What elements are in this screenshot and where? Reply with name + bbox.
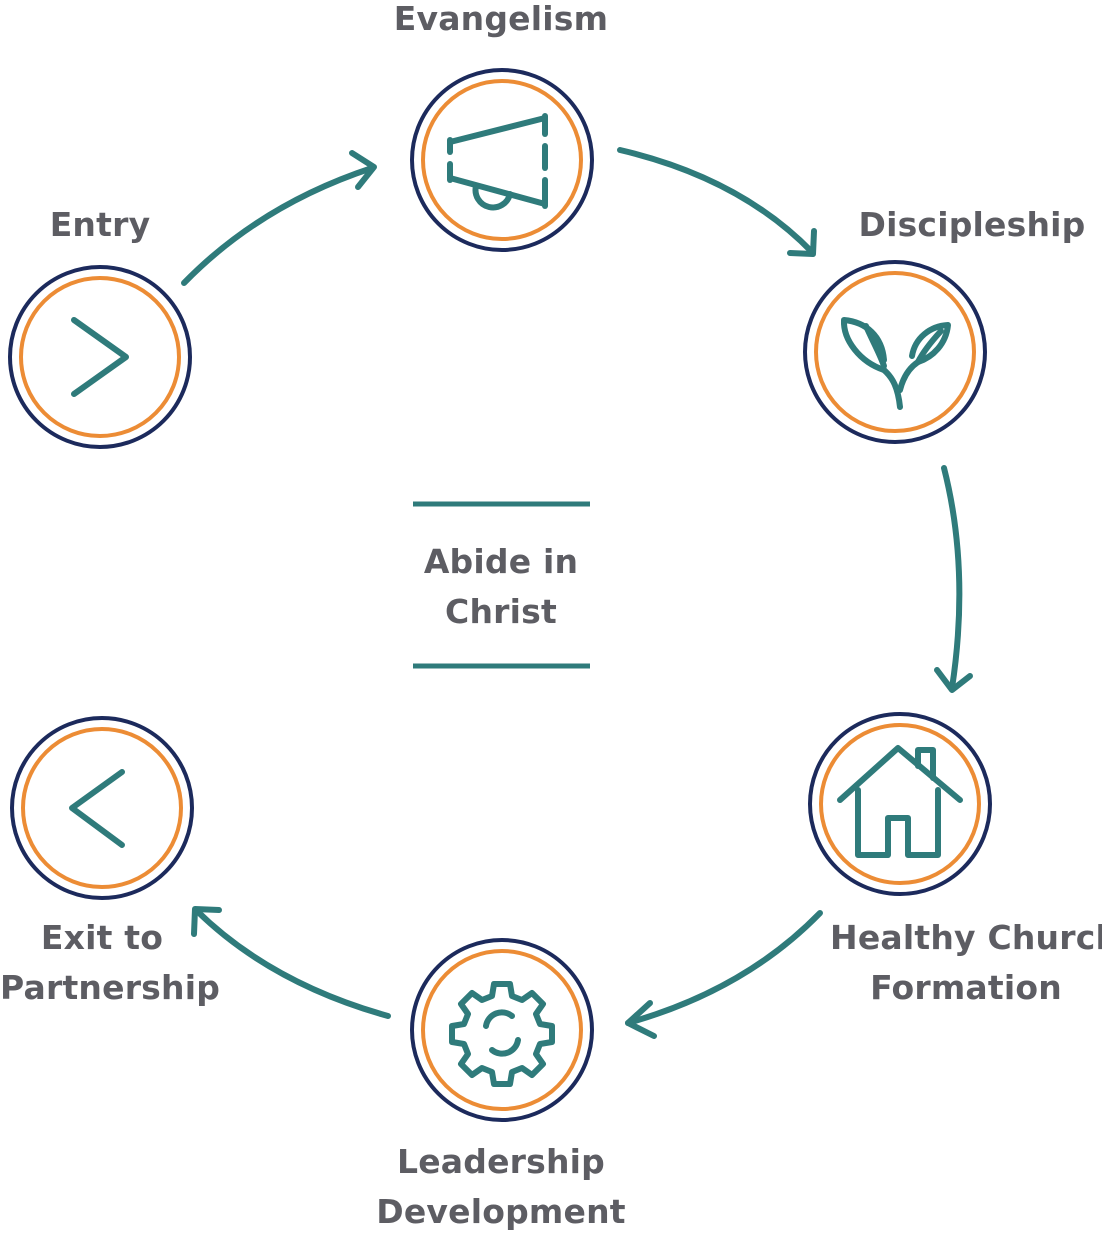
entry-label: Entry xyxy=(0,200,200,250)
healthy-church-label: Healthy Church Formation xyxy=(830,913,1102,1013)
megaphone-icon xyxy=(447,113,548,211)
center-label: Abide in Christ xyxy=(376,537,626,637)
discipleship-label-line: Discipleship xyxy=(858,205,1086,244)
evangelism-label: Evangelism xyxy=(351,0,651,44)
discipleship-node xyxy=(803,260,987,444)
healthy-church-label-line-2: Formation xyxy=(870,968,1062,1007)
exit-label: Exit to Partnership xyxy=(0,913,221,1013)
chevron-right-icon xyxy=(71,317,129,397)
center-label-line-1: Abide in xyxy=(423,542,579,581)
entry-node xyxy=(8,265,192,449)
discipleship-label: Discipleship xyxy=(822,200,1102,250)
sprout-icon xyxy=(841,317,951,410)
gear-icon xyxy=(449,981,555,1087)
healthy-church-node xyxy=(808,712,992,896)
leadership-label: Leadership Development xyxy=(351,1137,651,1237)
healthy-church-label-line-1: Healthy Church xyxy=(830,918,1102,957)
leadership-label-line-2: Development xyxy=(376,1192,626,1231)
chevron-left-icon xyxy=(69,769,125,848)
leadership-label-line-1: Leadership xyxy=(396,1142,606,1181)
arrow-healthy-to-leadership xyxy=(625,910,823,1039)
entry-label-line: Entry xyxy=(49,205,151,244)
arrow-discipleship-to-healthy xyxy=(934,465,973,693)
exit-label-line-1: Exit to xyxy=(40,918,164,957)
arrow-evangelism-to-discipleship xyxy=(617,147,817,257)
leadership-node xyxy=(410,938,594,1122)
center-label-line-2: Christ xyxy=(445,592,557,631)
house-icon xyxy=(837,745,963,858)
arrow-entry-to-evangelism xyxy=(181,150,377,286)
evangelism-label-line: Evangelism xyxy=(393,0,609,38)
exit-node xyxy=(10,716,194,900)
exit-label-line-2: Partnership xyxy=(0,968,221,1007)
evangelism-node xyxy=(410,68,594,252)
arrow-leadership-to-exit xyxy=(191,906,391,1019)
